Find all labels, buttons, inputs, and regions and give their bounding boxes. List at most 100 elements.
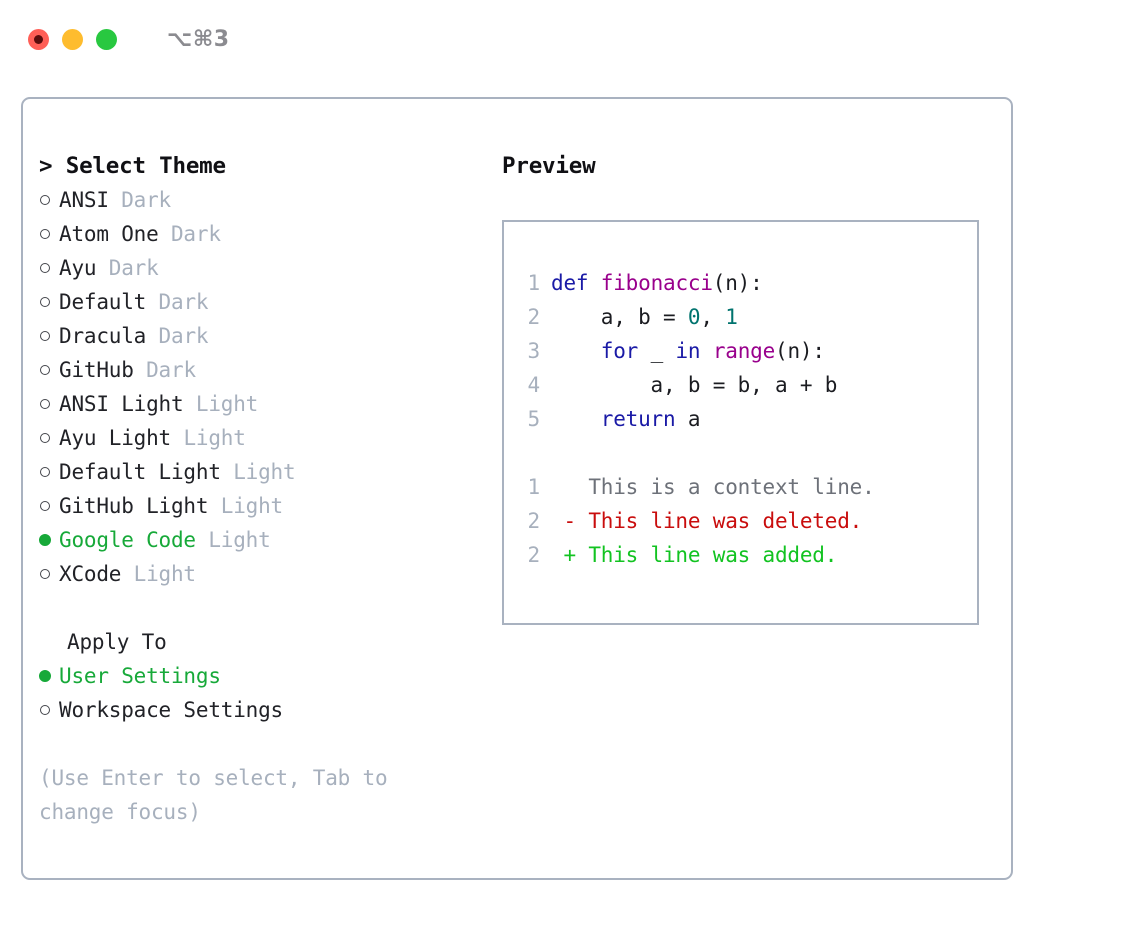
code-token [551, 339, 601, 363]
theme-option-tag: Light [183, 392, 259, 416]
select-theme-title: Select Theme [65, 153, 226, 179]
code-token [588, 271, 600, 295]
line-number: 2 [527, 509, 541, 533]
code-token: 0 [687, 305, 701, 329]
window-title: ⌥⌘3 [167, 26, 230, 52]
theme-option[interactable]: Ayu Light Light [39, 421, 479, 455]
theme-option-tag: Dark [108, 188, 171, 212]
theme-option[interactable]: ANSI Dark [39, 183, 479, 217]
maximize-button[interactable] [96, 28, 117, 50]
theme-option[interactable]: ANSI Light Light [39, 387, 479, 421]
radio-unselected-icon [39, 319, 59, 353]
theme-option-tag: Dark [133, 358, 196, 382]
radio-unselected-icon [39, 421, 59, 455]
code-token: a, b = b, a + b [551, 373, 838, 397]
theme-option[interactable]: Dracula Dark [39, 319, 479, 353]
minimize-button[interactable] [62, 28, 83, 50]
code-token: , [700, 305, 726, 329]
theme-option-tag: Light [208, 494, 283, 518]
theme-option-label: ANSI Light [59, 392, 184, 416]
diff-marker: + [551, 543, 576, 567]
radio-unselected-icon [39, 693, 59, 727]
theme-option[interactable]: Ayu Dark [39, 251, 479, 285]
theme-option-label: ANSI [59, 188, 109, 212]
radio-unselected-icon [39, 387, 59, 421]
theme-option[interactable]: GitHub Dark [39, 353, 479, 387]
theme-option[interactable]: Google Code Light [39, 523, 479, 557]
code-token: a [675, 407, 701, 431]
theme-option-label: Default Light [59, 460, 221, 484]
theme-option-label: Ayu [59, 256, 97, 280]
radio-selected-icon [39, 659, 59, 693]
code-diff-gap [514, 436, 875, 470]
code-line: 5 return a [514, 402, 875, 436]
radio-unselected-icon [39, 455, 59, 489]
window-controls [28, 28, 117, 50]
code-token: fibonacci [600, 271, 713, 295]
keyboard-hint: (Use Enter to select, Tab to change focu… [39, 766, 388, 824]
theme-option[interactable]: GitHub Light Light [39, 489, 479, 523]
diff-text: This line was deleted. [575, 509, 863, 533]
title-bar: ⌥⌘3 [0, 0, 1140, 78]
theme-option[interactable]: Default Light Light [39, 455, 479, 489]
theme-option-label: GitHub Light [59, 494, 209, 518]
diff-line: 1 This is a context line. [514, 470, 875, 504]
radio-unselected-icon [39, 557, 59, 591]
code-token: _ [638, 339, 676, 363]
close-button[interactable] [28, 28, 49, 50]
theme-option-tag: Light [121, 562, 196, 586]
prompt-marker: > [39, 153, 53, 179]
diff-marker [551, 475, 576, 499]
diff-marker: - [551, 509, 576, 533]
apply-to-option[interactable]: User Settings [39, 659, 479, 693]
radio-unselected-icon [39, 217, 59, 251]
theme-option[interactable]: Atom One Dark [39, 217, 479, 251]
theme-option-tag: Light [195, 528, 271, 552]
line-number: 4 [527, 373, 541, 397]
theme-option[interactable]: Default Dark [39, 285, 479, 319]
theme-option-tag: Dark [146, 324, 209, 348]
diff-line: 2 + This line was added. [514, 538, 875, 572]
theme-option-tag: Dark [146, 290, 209, 314]
code-token: (n): [712, 271, 763, 295]
code-token: range [712, 339, 776, 363]
theme-option[interactable]: XCode Light [39, 557, 479, 591]
radio-selected-icon [39, 523, 59, 557]
theme-option-label: Google Code [59, 528, 196, 552]
select-theme-header-label [52, 153, 65, 179]
apply-to-header: Apply To [67, 630, 167, 654]
line-number: 3 [527, 339, 541, 363]
theme-option-tag: Dark [158, 222, 221, 246]
theme-option-label: XCode [59, 562, 122, 586]
line-number: 2 [527, 543, 541, 567]
preview-title: Preview [502, 153, 596, 179]
code-line: 2 a, b = 0, 1 [514, 300, 875, 334]
code-line: 4 a, b = b, a + b [514, 368, 875, 402]
code-token [551, 407, 601, 431]
line-number: 1 [527, 475, 541, 499]
theme-option-label: GitHub [59, 358, 134, 382]
theme-option-label: Dracula [59, 324, 147, 348]
theme-option-label: Ayu Light [59, 426, 171, 450]
apply-to-option-label: User Settings [59, 664, 221, 688]
diff-text: This is a context line. [575, 475, 875, 499]
code-token: return [600, 407, 676, 431]
radio-unselected-icon [39, 489, 59, 523]
code-token: in [675, 339, 701, 363]
diff-line: 2 - This line was deleted. [514, 504, 875, 538]
theme-option-label: Atom One [59, 222, 159, 246]
apply-to-option[interactable]: Workspace Settings [39, 693, 479, 727]
radio-unselected-icon [39, 251, 59, 285]
diff-text: This line was added. [575, 543, 838, 567]
code-token: def [551, 271, 589, 295]
theme-option-tag: Light [171, 426, 246, 450]
